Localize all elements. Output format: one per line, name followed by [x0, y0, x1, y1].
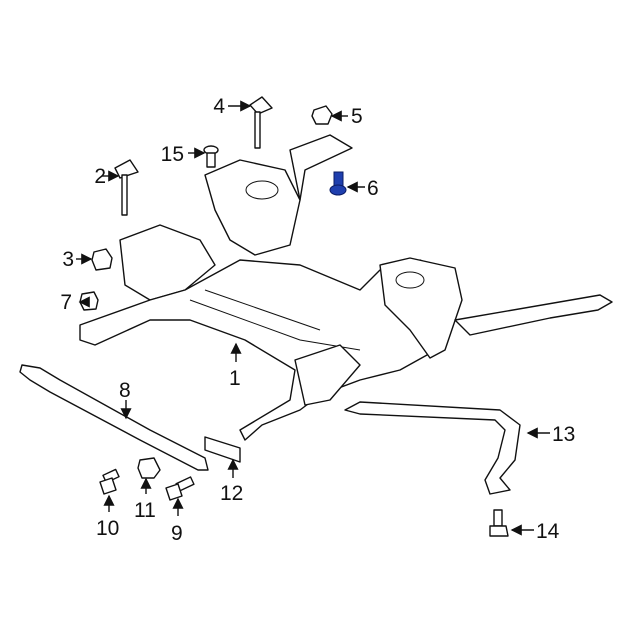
callout-6: 6 — [367, 177, 379, 200]
callout-7: 7 — [60, 291, 72, 314]
bushing-part-7 — [79, 291, 99, 311]
callout-arrows — [76, 100, 550, 536]
callout-14: 14 — [536, 520, 560, 543]
bolt-part-14 — [489, 509, 509, 537]
callout-8: 8 — [119, 379, 131, 402]
bolt-part-6-highlighted — [329, 171, 347, 196]
callout-15: 15 — [161, 143, 184, 166]
brace-part-13 — [344, 401, 521, 495]
bolt-part-9 — [165, 476, 195, 501]
mount-part-4 — [249, 96, 273, 149]
callout-9: 9 — [171, 522, 183, 545]
nut-part-5 — [311, 105, 333, 125]
bracket-part-12 — [204, 436, 241, 463]
callout-2: 2 — [94, 165, 106, 188]
bolt-part-10 — [99, 468, 120, 495]
bolt-part-15 — [203, 145, 219, 168]
callout-3: 3 — [62, 248, 74, 271]
callout-12: 12 — [220, 482, 243, 505]
callout-10: 10 — [96, 517, 119, 540]
callout-1: 1 — [229, 367, 241, 390]
callout-13: 13 — [552, 423, 575, 446]
callout-4: 4 — [213, 95, 225, 118]
mount-part-2 — [114, 159, 139, 216]
callout-5: 5 — [351, 105, 363, 128]
bracket-part-8 — [19, 364, 209, 471]
callout-11: 11 — [134, 499, 156, 522]
bushing-part-3 — [91, 248, 113, 271]
bushing-part-11 — [137, 457, 161, 479]
subframe-part-1 — [79, 134, 613, 441]
